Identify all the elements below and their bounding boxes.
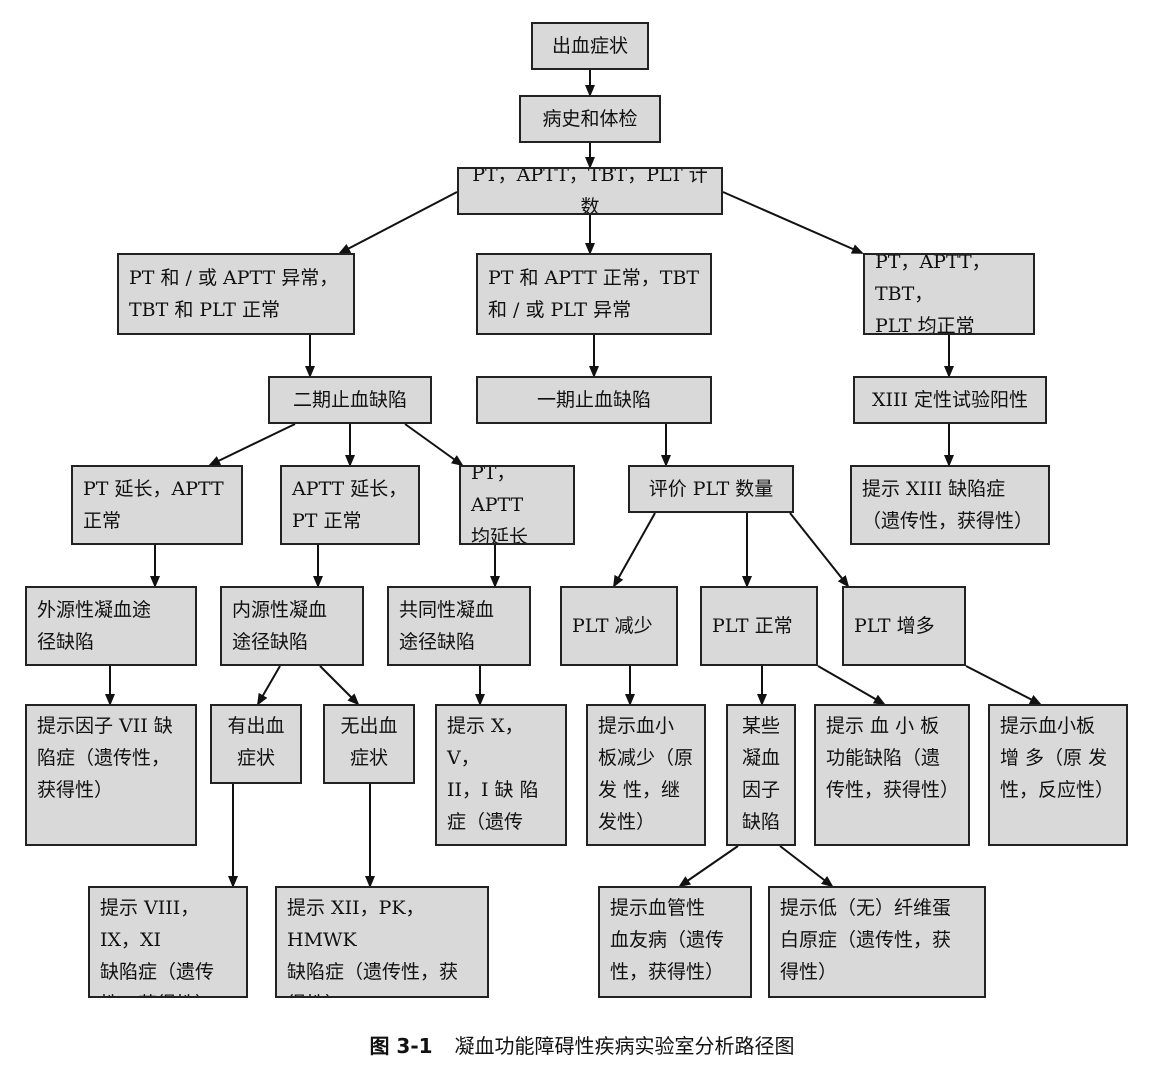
connector-arrow-9 [208,423,296,466]
connector-arrow-20 [256,665,281,706]
node-evaluate-plt: 评价 PLT 数量 [628,465,794,513]
node-plt-normal: PLT 正常 [700,586,818,666]
connector-arrow-4 [722,191,864,254]
connector-arrow-21 [319,665,360,706]
connector-arrow-25 [817,665,886,705]
node-secondary-hemostasis-defect: 二期止血缺陷 [268,376,432,424]
node-platelet-dysfunction: 提示 血 小 板 功能缺陷（遗 传性，获得性） [814,704,970,846]
connector-arrow-29 [678,845,739,888]
node-bleeding-symptoms: 出血症状 [531,22,649,70]
node-factor-vii-deficiency: 提示因子 VII 缺 陷症（遗传性， 获得性） [25,704,197,846]
connector-arrow-18 [789,512,850,588]
node-vascular-hemophilia: 提示血管性 血友病（遗传 性，获得性） [598,886,752,998]
node-factor-xiii-deficiency: 提示 XIII 缺陷症 （遗传性，获得性） [850,465,1050,545]
node-factor-x-v-ii-i-deficiency: 提示 X，V， II，I 缺 陷 症（遗传性， 获得性） [435,704,567,846]
node-history-exam: 病史和体检 [519,95,661,143]
connector-arrow-26 [965,665,1042,705]
figure-caption: 图 3-1 凝血功能障碍性疾病实验室分析路径图 [0,1030,1164,1059]
node-pt-aptt-abnormal: PT 和 / 或 APTT 异常， TBT 和 PLT 正常 [117,253,355,335]
node-coagulation-factor-deficiency: 某些 凝血 因子 缺陷 [726,704,796,846]
node-aptt-prolonged: APTT 延长， PT 正常 [280,465,420,545]
figure-title: 凝血功能障碍性疾病实验室分析路径图 [454,1034,795,1058]
node-screening-tests: PT，APTT，TBT，PLT 计数 [457,167,723,215]
node-pt-prolonged: PT 延长，APTT 正常 [71,465,243,545]
connector-arrow-30 [779,845,834,888]
node-tbt-plt-abnormal: PT 和 APTT 正常，TBT 和 / 或 PLT 异常 [476,253,712,335]
node-all-normal: PT，APTT，TBT， PLT 均正常 [863,253,1035,335]
figure-number: 图 3-1 [369,1034,433,1058]
node-has-bleeding: 有出血 症状 [210,704,302,784]
connector-arrow-11 [404,423,464,467]
node-extrinsic-pathway-defect: 外源性凝血途 径缺陷 [25,586,197,666]
node-plt-increased: PLT 增多 [842,586,966,666]
node-factor-xii-pk-hmwk-deficiency: 提示 XII，PK，HMWK 缺陷症（遗传性，获 得性） [275,886,489,998]
connector-arrow-16 [613,512,656,588]
node-afibrinogenemia: 提示低（无）纤维蛋 白原症（遗传性，获 得性） [768,886,986,998]
node-factor-viii-ix-xi-deficiency: 提示 VIII，IX，XI 缺陷症（遗传 性，获得性） [88,886,248,998]
node-plt-decreased: PLT 减少 [560,586,678,666]
node-common-pathway-defect: 共同性凝血 途径缺陷 [387,586,531,666]
node-both-prolonged: PT，APTT 均延长 [459,465,575,545]
node-thrombocytopenia: 提示血小 板减少（原 发 性，继 发性） [586,704,706,846]
node-no-bleeding: 无出血 症状 [323,704,415,784]
node-factor-xiii-test: XIII 定性试验阳性 [853,376,1047,424]
node-primary-hemostasis-defect: 一期止血缺陷 [476,376,712,424]
node-intrinsic-pathway-defect: 内源性凝血 途径缺陷 [220,586,364,666]
connector-arrow-2 [338,191,458,254]
node-thrombocytosis: 提示血小板 增 多（原 发 性，反应性） [988,704,1128,846]
